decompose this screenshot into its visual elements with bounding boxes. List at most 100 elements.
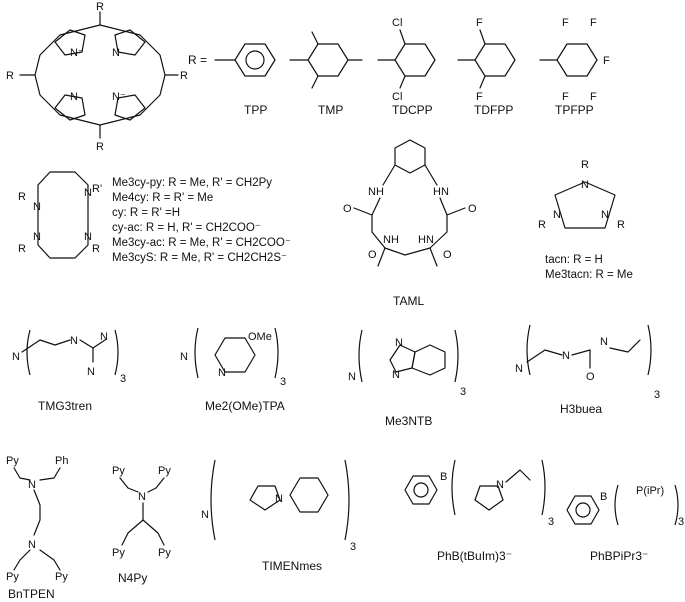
tacn-def-2: Me3tacn: R = Me — [545, 269, 633, 281]
bntpen-py2: Py — [6, 571, 19, 583]
n4py-n: N — [138, 491, 146, 503]
tdcpp-cl-top: Cl — [392, 17, 402, 29]
label-tdcpp: TDCPP — [392, 103, 433, 117]
cyclam-definitions: Me3cy-py: R = Me, R' = CH2Py Me4cy: R = … — [112, 177, 291, 264]
cyclam-def-5: Me3cy-ac: R = Me, R' = CH2COO⁻ — [112, 237, 291, 249]
porphyrin-n4: N⁻ — [112, 91, 126, 103]
ntb-structure: N N N 3 Me3NTB — [348, 329, 466, 428]
tpfpp-f5: F — [590, 91, 597, 103]
n4py-structure: Py Py N Py Py N4Py — [112, 465, 171, 585]
porphyrin-n2: N — [112, 47, 120, 59]
cyclam-def-2: Me4cy: R = R' = Me — [112, 192, 213, 204]
label-tmg3tren: TMG3tren — [38, 399, 92, 413]
taml-hn2: HN — [418, 234, 434, 246]
bntpen-n1: N — [28, 479, 36, 491]
tmg-n1: N — [70, 335, 78, 347]
substituent-tpfpp: F F F F F TPFPP — [539, 17, 610, 117]
tdcpp-cl-bottom: Cl — [392, 91, 402, 103]
cyclam-def-1: Me3cy-py: R = Me, R' = CH2Py — [112, 177, 272, 189]
tpa-n-py: N — [218, 367, 226, 379]
label-taml: TAML — [393, 294, 424, 308]
n4py-py4: Py — [158, 547, 171, 559]
label-buea: H3buea — [560, 402, 602, 416]
buea-n1: N — [562, 350, 570, 362]
tacn-structure: N N N R R R tacn: R = H Me3tacn: R = Me — [538, 159, 633, 281]
tacn-n1: N — [581, 179, 589, 191]
porphyrin-structure: R R R R N⁻ N N N⁻ — [6, 1, 188, 153]
phbp-b: B — [600, 491, 607, 503]
tmg-sub3: 3 — [120, 373, 126, 385]
tacn-r2: R — [538, 219, 546, 231]
bntpen-structure: Py Ph N N Py Py BnTPEN — [6, 455, 68, 601]
tacn-n3: N — [601, 209, 609, 221]
porphyrin-r-top: R — [96, 1, 104, 13]
phbtbuim-sub3: 3 — [548, 516, 554, 528]
substituent-tpp: TPP — [214, 43, 276, 117]
buea-o: O — [586, 371, 595, 383]
label-tpfpp: TPFPP — [555, 103, 594, 117]
cyclam-n1: N — [33, 201, 41, 213]
ntb-n2: N — [392, 369, 400, 381]
cyclam-n4: N — [84, 231, 92, 243]
cyclam-r1: R — [18, 191, 26, 203]
label-n4py: N4Py — [118, 571, 147, 585]
tdfpp-f-top: F — [476, 17, 483, 29]
label-timen: TIMENmes — [262, 559, 322, 573]
phbtbuim-b: B — [440, 471, 447, 483]
bntpen-py1: Py — [6, 455, 19, 467]
buea-n-core: N — [515, 363, 523, 375]
taml-o2: O — [468, 203, 477, 215]
label-ntb: Me3NTB — [385, 414, 432, 428]
n4py-py3: Py — [112, 547, 125, 559]
timen-sub3: 3 — [350, 541, 356, 553]
phbp-p: P(iPr) — [636, 485, 664, 497]
tpa-structure: N N OMe 3 Me2(OMe)TPA — [180, 327, 286, 413]
substituent-tmp: TMP — [289, 31, 363, 117]
label-tmp: TMP — [318, 103, 343, 117]
n4py-py1: Py — [112, 465, 125, 477]
cyclam-structure: N N N N R R' R R — [18, 171, 102, 259]
tacn-n2: N — [553, 209, 561, 221]
substituent-tdcpp: Cl Cl TDCPP — [377, 17, 436, 117]
tmg-n3: N — [87, 366, 95, 378]
substituent-tdfpp: F F TDFPP — [457, 17, 516, 117]
timen-structure: N N 3 TIMENmes — [201, 459, 356, 573]
taml-nh2: NH — [383, 234, 399, 246]
phbtbuim-n: N — [496, 479, 504, 491]
phbp-sub3: 3 — [678, 516, 684, 528]
label-bntpen: BnTPEN — [8, 587, 55, 601]
cyclam-def-4: cy-ac: R = H, R' = CH2COO⁻ — [112, 222, 261, 234]
label-tdfpp: TDFPP — [474, 103, 513, 117]
label-phbtbuim: PhB(tBuIm)3⁻ — [437, 549, 512, 563]
tpfpp-f4: F — [562, 91, 569, 103]
label-phbpipr: PhBPiPr3⁻ — [590, 549, 648, 563]
porphyrin-r-right: R — [180, 70, 188, 82]
bntpen-py3: Py — [55, 571, 68, 583]
tmg-n2: N — [100, 331, 108, 343]
ntb-n-core: N — [348, 371, 356, 383]
timen-n-im: N — [275, 493, 283, 505]
tmg3tren-structure: N N N N 3 TMG3tren — [12, 329, 126, 413]
cyclam-r3: R — [92, 243, 100, 255]
tdfpp-f-bottom: F — [476, 91, 483, 103]
porphyrin-r-left: R — [6, 70, 14, 82]
porphyrin-n3: N — [70, 91, 78, 103]
taml-o1: O — [343, 203, 352, 215]
taml-o3: O — [368, 249, 377, 261]
buea-sub3: 3 — [654, 389, 660, 401]
bntpen-n2: N — [28, 539, 36, 551]
bntpen-ph: Ph — [55, 455, 68, 467]
r-equals-label: R = — [188, 53, 207, 67]
tpfpp-f2: F — [590, 17, 597, 29]
tmg-n-core: N — [12, 351, 20, 363]
tpa-sub3: 3 — [280, 376, 286, 388]
phbtbuim-structure: B N 3 PhB(tBuIm)3⁻ — [404, 459, 554, 563]
cyclam-def-3: cy: R = R' =H — [112, 207, 180, 219]
ntb-sub3: 3 — [460, 386, 466, 398]
tpa-n-core: N — [180, 351, 188, 363]
phbpipr-structure: B P(iPr) 3 PhBPiPr3⁻ — [566, 484, 684, 563]
label-tpp: TPP — [244, 103, 267, 117]
tacn-def-1: tacn: R = H — [545, 254, 603, 266]
tpfpp-f1: F — [562, 17, 569, 29]
